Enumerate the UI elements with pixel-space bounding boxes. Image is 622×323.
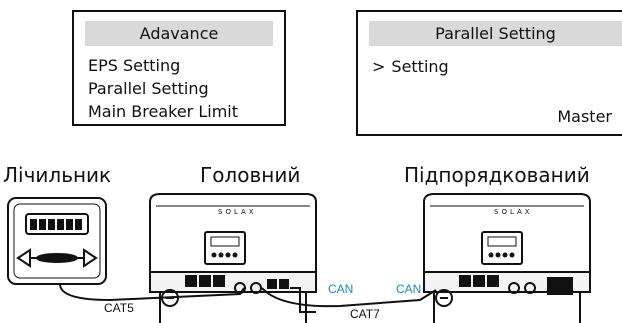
menu-item-main-breaker-limit[interactable]: Main Breaker Limit <box>88 102 238 121</box>
role-value[interactable]: Master <box>557 107 612 126</box>
cat7-label: CAT7 <box>350 307 380 321</box>
meter-caption: Лічильник <box>3 163 112 187</box>
cat5-cable <box>59 283 245 302</box>
brand-logo-slave: SOLAX <box>494 208 533 216</box>
brand-logo-master: SOLAX <box>218 208 257 216</box>
parallel-setting-screen: Parallel Setting > Setting Master <box>356 10 622 136</box>
master-caption: Головний <box>200 163 301 187</box>
slave-inverter-icon <box>423 193 591 323</box>
advanced-menu-screen: Adavance EPS Setting Parallel Setting Ma… <box>72 10 286 126</box>
menu-item-parallel-setting[interactable]: Parallel Setting <box>88 79 209 98</box>
master-inverter-icon <box>149 193 317 323</box>
cat5-label: CAT5 <box>104 301 134 315</box>
cursor-indicator: > <box>372 57 386 76</box>
menu-item-eps-setting[interactable]: EPS Setting <box>88 56 181 75</box>
cat7-cable <box>261 287 437 308</box>
slave-caption: Підпорядкований <box>404 163 590 187</box>
parallel-setting-title: Parallel Setting <box>369 21 622 46</box>
energy-meter-icon <box>7 197 107 285</box>
setting-label: Setting <box>391 57 449 76</box>
menu-item-setting[interactable]: > Setting <box>372 57 449 76</box>
advanced-menu-title: Adavance <box>85 21 273 46</box>
can-port-label-master: CAN <box>328 282 354 296</box>
can-port-label-slave: CAN <box>396 282 422 296</box>
